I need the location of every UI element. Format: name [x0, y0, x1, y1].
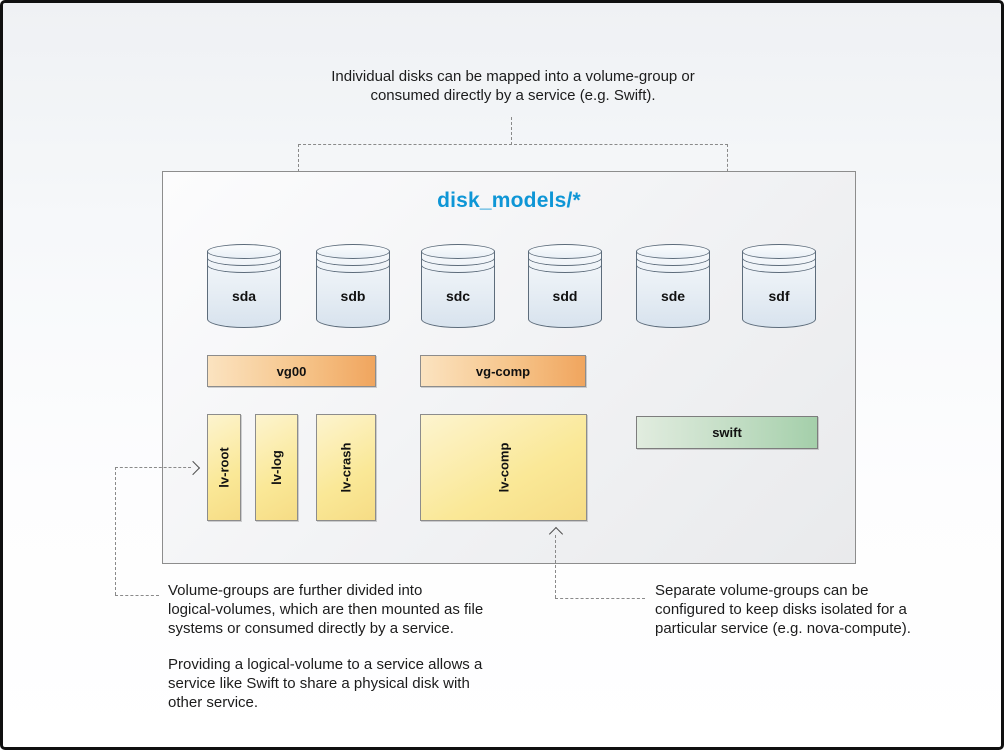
cylinder-top: [742, 244, 816, 259]
cylinder-ring: [636, 251, 710, 273]
disk-label: sde: [660, 288, 686, 304]
dashed-connector: [115, 467, 116, 595]
dashed-connector: [511, 117, 512, 145]
cylinder-ring: [316, 251, 390, 266]
disk-label: sda: [231, 288, 257, 304]
cylinder-ring: [207, 251, 281, 266]
dashed-connector: [555, 535, 556, 598]
dashed-connector: [298, 144, 728, 145]
cylinder-ring: [421, 251, 495, 266]
note-left-paragraph: Volume-groups are further divided into l…: [168, 581, 508, 638]
cylinder-ring: [528, 251, 602, 273]
note-left-line: Providing a logical-volume to a service …: [168, 656, 483, 673]
lv-label: lv-crash: [338, 442, 354, 493]
cylinder-top: [316, 244, 390, 259]
cylinder-ring: [528, 251, 602, 266]
volume-group-vg00: vg00: [207, 355, 376, 387]
note-right-line: particular service (e.g. nova-compute).: [655, 620, 911, 637]
disk-sdb: sdb: [316, 244, 390, 328]
cylinder-ring: [316, 251, 390, 273]
cylinder-ring: [742, 251, 816, 266]
diagram-title: disk_models/*: [437, 189, 581, 212]
note-top: Individual disks can be mapped into a vo…: [253, 67, 773, 105]
note-left-paragraph: Providing a logical-volume to a service …: [168, 655, 508, 712]
dashed-connector: [115, 595, 159, 596]
note-left-line: other service.: [168, 694, 259, 711]
cylinder-ring: [742, 251, 816, 273]
disk-sdd: sdd: [528, 244, 602, 328]
note-top-line: consumed directly by a service (e.g. Swi…: [370, 87, 656, 104]
disk-sde: sde: [636, 244, 710, 328]
lv-label: lv-log: [268, 450, 284, 485]
note-left-line: Volume-groups are further divided into: [168, 582, 423, 599]
logical-volume-lv-comp: lv-comp: [420, 414, 587, 521]
cylinder-top: [207, 244, 281, 259]
note-right: Separate volume-groups can be configured…: [655, 581, 965, 638]
note-left: Volume-groups are further divided into l…: [168, 581, 508, 712]
disk-sda: sda: [207, 244, 281, 328]
cylinder-ring: [421, 251, 495, 273]
note-right-line: Separate volume-groups can be: [655, 582, 869, 599]
lv-label: lv-comp: [496, 442, 511, 493]
logical-volume-lv-log: lv-log: [255, 414, 298, 521]
disk-label: sdc: [445, 288, 471, 304]
disk-label: sdd: [552, 288, 578, 304]
cylinder-ring: [636, 251, 710, 266]
logical-volume-lv-root: lv-root: [207, 414, 241, 521]
dashed-connector: [555, 598, 645, 599]
logical-volume-lv-crash: lv-crash: [316, 414, 376, 521]
note-left-line: logical-volumes, which are then mounted …: [168, 601, 484, 618]
cylinder-top: [528, 244, 602, 259]
note-left-line: systems or consumed directly by a servic…: [168, 620, 454, 637]
lv-label: lv-root: [216, 447, 232, 488]
service-swift: swift: [636, 416, 818, 449]
disk-label: sdf: [768, 288, 790, 304]
cylinder-top: [636, 244, 710, 259]
volume-group-vg-comp: vg-comp: [420, 355, 586, 387]
cylinder-top: [421, 244, 495, 259]
note-left-line: service like Swift to share a physical d…: [168, 675, 470, 692]
disk-sdf: sdf: [742, 244, 816, 328]
note-right-line: configured to keep disks isolated for a: [655, 601, 907, 618]
cylinder-ring: [207, 251, 281, 273]
disk-label: sdb: [340, 288, 366, 304]
disk-sdc: sdc: [421, 244, 495, 328]
dashed-connector: [115, 467, 191, 468]
note-top-line: Individual disks can be mapped into a vo…: [331, 68, 695, 85]
